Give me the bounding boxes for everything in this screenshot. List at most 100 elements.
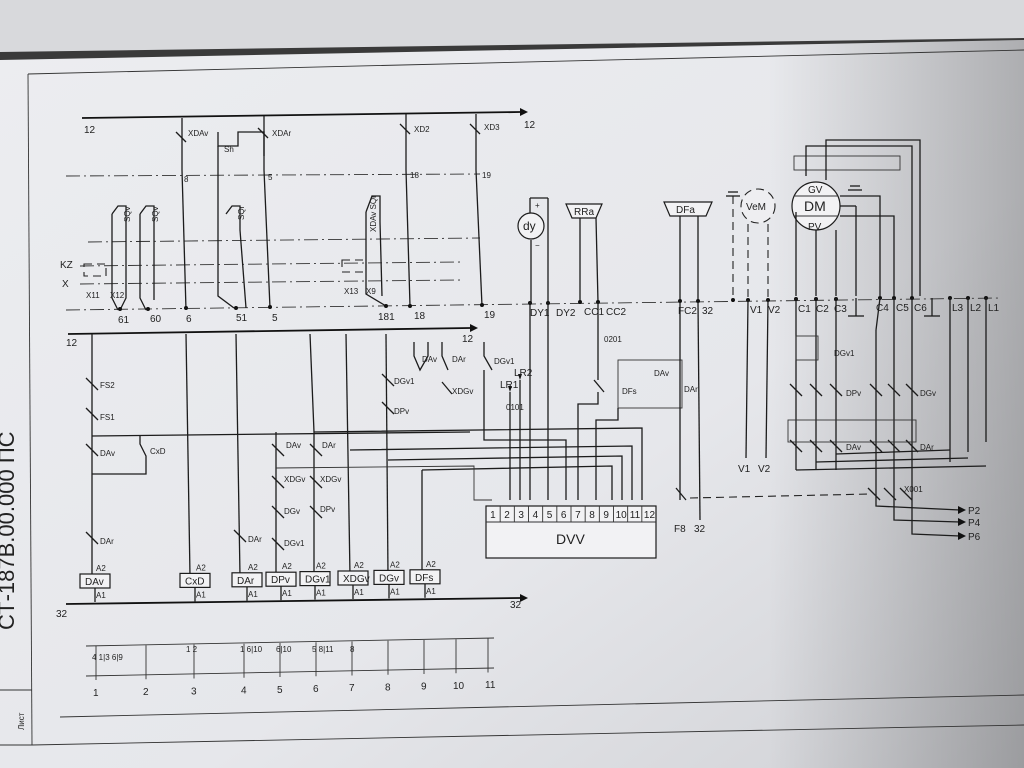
- grid-column-number: 4: [241, 686, 247, 697]
- svg-text:P6: P6: [968, 532, 981, 543]
- svg-text:0201: 0201: [604, 335, 622, 344]
- dvv-pin: 9: [603, 510, 609, 521]
- svg-text:GV: GV: [808, 185, 823, 196]
- svg-text:8: 8: [184, 175, 189, 184]
- svg-text:51: 51: [236, 313, 248, 324]
- svg-text:X12: X12: [110, 291, 125, 300]
- grid-column-number: 3: [191, 686, 197, 697]
- svg-text:XDGv: XDGv: [320, 475, 341, 484]
- svg-text:DFa: DFa: [676, 205, 695, 216]
- svg-text:V2: V2: [758, 464, 771, 475]
- motor-control-ladder: DGv1 DPv DGv DAv DAr X001: [787, 297, 987, 540]
- svg-text:VeM: VeM: [746, 202, 766, 213]
- grid-column-number: 7: [349, 683, 355, 694]
- rail-x: [79, 279, 461, 285]
- svg-text:V1: V1: [738, 464, 751, 475]
- svg-text:DAv: DAv: [422, 355, 437, 364]
- svg-text:12: 12: [524, 120, 536, 131]
- connector-kz-left: [83, 263, 107, 277]
- svg-text:DAr: DAr: [248, 535, 262, 544]
- svg-text:6|10: 6|10: [276, 645, 292, 654]
- svg-text:60: 60: [150, 314, 162, 325]
- svg-text:Sh: Sh: [224, 145, 234, 154]
- contact-fs1: FS1: [85, 407, 115, 422]
- dvv-pin: 10: [616, 510, 628, 521]
- coil-a1-label: A1: [96, 591, 106, 600]
- svg-text:18: 18: [410, 171, 419, 180]
- svg-text:4 1|3 6|9: 4 1|3 6|9: [92, 653, 123, 662]
- contact-dar-left: DAr: [85, 531, 114, 546]
- svg-text:XDAr: XDAr: [272, 129, 291, 138]
- coil-label: CxD: [185, 576, 204, 587]
- rail-terminals: [65, 297, 1001, 311]
- device-rra: RRa: [565, 203, 603, 303]
- svg-text:DAr: DAr: [920, 443, 934, 452]
- svg-text:DY2: DY2: [556, 308, 576, 319]
- coil-a2-label: A2: [390, 560, 400, 569]
- grid-column-number: 9: [421, 682, 427, 693]
- svg-text:C5: C5: [896, 303, 909, 314]
- coil-a2-label: A2: [196, 563, 206, 572]
- svg-text:DGv1: DGv1: [284, 539, 305, 548]
- device-vem: VeM: [726, 188, 776, 300]
- svg-text:32: 32: [510, 600, 522, 611]
- svg-text:DAr: DAr: [452, 355, 466, 364]
- rail-terminal-dots: [118, 303, 484, 311]
- svg-text:12: 12: [66, 338, 78, 349]
- switch-sqv-1: SQv: [111, 205, 132, 232]
- svg-text:DVV: DVV: [556, 531, 585, 547]
- back-page: [0, 0, 1024, 52]
- sheet-label: Лист: [17, 712, 26, 730]
- dvv-pin: 5: [547, 510, 553, 521]
- svg-text:L3: L3: [952, 303, 964, 314]
- column-dgv1-top: DGv1: [483, 342, 515, 371]
- svg-text:12: 12: [462, 334, 474, 345]
- svg-text:DAv: DAv: [654, 369, 669, 378]
- right-terminal-labels: DY1 DY2 CC1 CC2 FC2 32 V1 V2 C1 C2 C3 C4…: [530, 303, 1000, 319]
- svg-text:L1: L1: [988, 303, 1000, 314]
- svg-text:P4: P4: [968, 518, 981, 529]
- dvv-pin: 4: [533, 510, 539, 521]
- svg-text:LR2: LR2: [514, 368, 533, 379]
- top-contact-xdav: XDAv: [175, 118, 208, 170]
- svg-text:FS2: FS2: [100, 381, 115, 390]
- contact-fs2: FS2: [85, 377, 115, 391]
- dvv-pin: 6: [561, 510, 567, 521]
- grid-column-number: 5: [277, 685, 283, 696]
- svg-text:0101: 0101: [506, 403, 524, 412]
- svg-text:C4: C4: [876, 303, 889, 314]
- svg-text:181: 181: [378, 312, 395, 323]
- dvv-pin: 8: [589, 510, 595, 521]
- ladder-crossbar: [91, 431, 471, 437]
- grid-column-number: 2: [143, 687, 149, 698]
- svg-text:DGv: DGv: [284, 507, 300, 516]
- svg-text:+: +: [535, 201, 540, 210]
- svg-text:C1: C1: [798, 304, 811, 315]
- column-dfs: DAv DAr XDGv: [413, 342, 473, 576]
- rail-kz: [79, 261, 461, 267]
- svg-text:SQr: SQr: [237, 205, 246, 220]
- coil-a1-label: A1: [354, 588, 364, 597]
- svg-text:C2: C2: [816, 304, 829, 315]
- dvv-pin: 3: [518, 510, 524, 521]
- grid-column-number: 6: [313, 684, 319, 695]
- coil-label: DAr: [237, 576, 255, 587]
- svg-text:XDGv: XDGv: [284, 475, 305, 484]
- svg-text:DGv1: DGv1: [394, 377, 415, 386]
- contact-dar-col4: DAr: [233, 529, 262, 544]
- svg-text:V2: V2: [768, 305, 781, 316]
- svg-text:DAr: DAr: [322, 441, 336, 450]
- column-dpv: DAv XDGv DGv DGv1: [271, 432, 305, 576]
- switch-sqv-2: SQv: [139, 205, 160, 232]
- document-code: СТ-187В.00.000 ПС: [0, 431, 19, 630]
- svg-text:1 2: 1 2: [186, 645, 198, 654]
- svg-text:DGv1: DGv1: [834, 349, 855, 358]
- svg-text:DGv: DGv: [920, 389, 936, 398]
- coil-a1-label: A1: [316, 589, 326, 598]
